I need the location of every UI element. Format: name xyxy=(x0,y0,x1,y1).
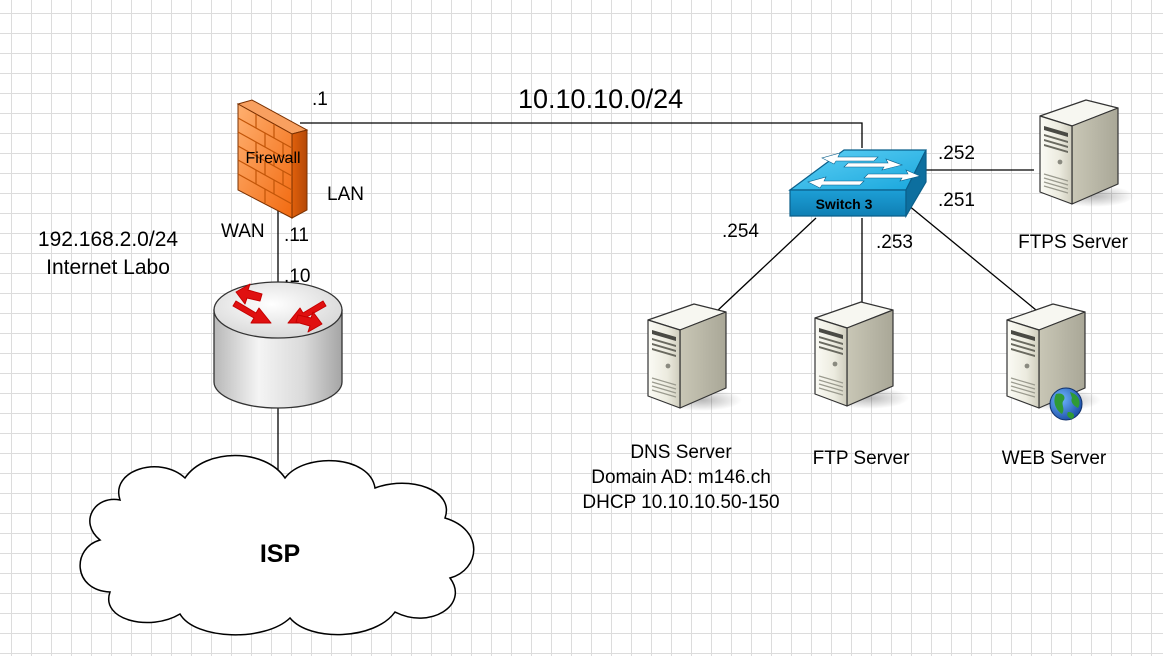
ftps-server-ip: .252 xyxy=(938,143,975,164)
isp-cloud: ISP xyxy=(79,454,475,636)
link-switch-dns xyxy=(715,217,817,313)
server-icon xyxy=(814,301,910,410)
isp-label: ISP xyxy=(260,540,300,568)
link-switch-web xyxy=(907,204,1037,311)
ftps-server-label: FTPS Server xyxy=(1018,232,1128,253)
wan-subnet-label: 192.168.2.0/24 xyxy=(38,228,178,251)
firewall-lan-ip: .1 xyxy=(312,89,328,110)
server-icon xyxy=(1039,99,1135,208)
ftps-server: .252 FTPS Server xyxy=(938,99,1135,253)
ftp-server: .253 FTP Server xyxy=(813,232,913,469)
firewall-lan-label: LAN xyxy=(327,184,364,205)
dns-server-ip: .254 xyxy=(722,221,759,242)
ftp-server-ip: .253 xyxy=(876,232,913,253)
router-ip: .10 xyxy=(284,266,310,287)
firewall-wan-ip: .11 xyxy=(284,225,309,246)
web-server-label: WEB Server xyxy=(1002,448,1107,469)
router: .10 xyxy=(213,266,343,409)
web-server: .251 WEB Server xyxy=(938,190,1107,469)
wan-network-name: Internet Labo xyxy=(46,256,170,279)
dns-dhcp-label: DHCP 10.10.10.50-150 xyxy=(582,492,779,513)
dns-domain-label: Domain AD: m146.ch xyxy=(591,467,771,488)
ftp-server-label: FTP Server xyxy=(813,448,910,469)
globe-icon xyxy=(1049,387,1083,421)
server-icon xyxy=(647,303,743,412)
switch-icon xyxy=(788,149,927,219)
connections xyxy=(277,122,1037,472)
firewall: Firewall .1 LAN WAN .11 xyxy=(221,89,364,246)
firewall-icon xyxy=(236,99,309,219)
switch-label: Switch 3 xyxy=(816,196,873,212)
dns-server: .254 DNS Server Domain AD: m146.ch DHCP … xyxy=(582,221,779,513)
cloud-icon xyxy=(79,454,475,636)
router-icon xyxy=(213,281,343,409)
firewall-wan-label: WAN xyxy=(221,221,265,242)
web-server-ip: .251 xyxy=(938,190,975,211)
firewall-label: Firewall xyxy=(245,150,300,167)
link-firewall-switch xyxy=(300,122,863,148)
switch: Switch 3 xyxy=(788,149,927,219)
lan-subnet-label: 10.10.10.0/24 xyxy=(518,84,683,114)
dns-server-label: DNS Server xyxy=(630,442,732,463)
